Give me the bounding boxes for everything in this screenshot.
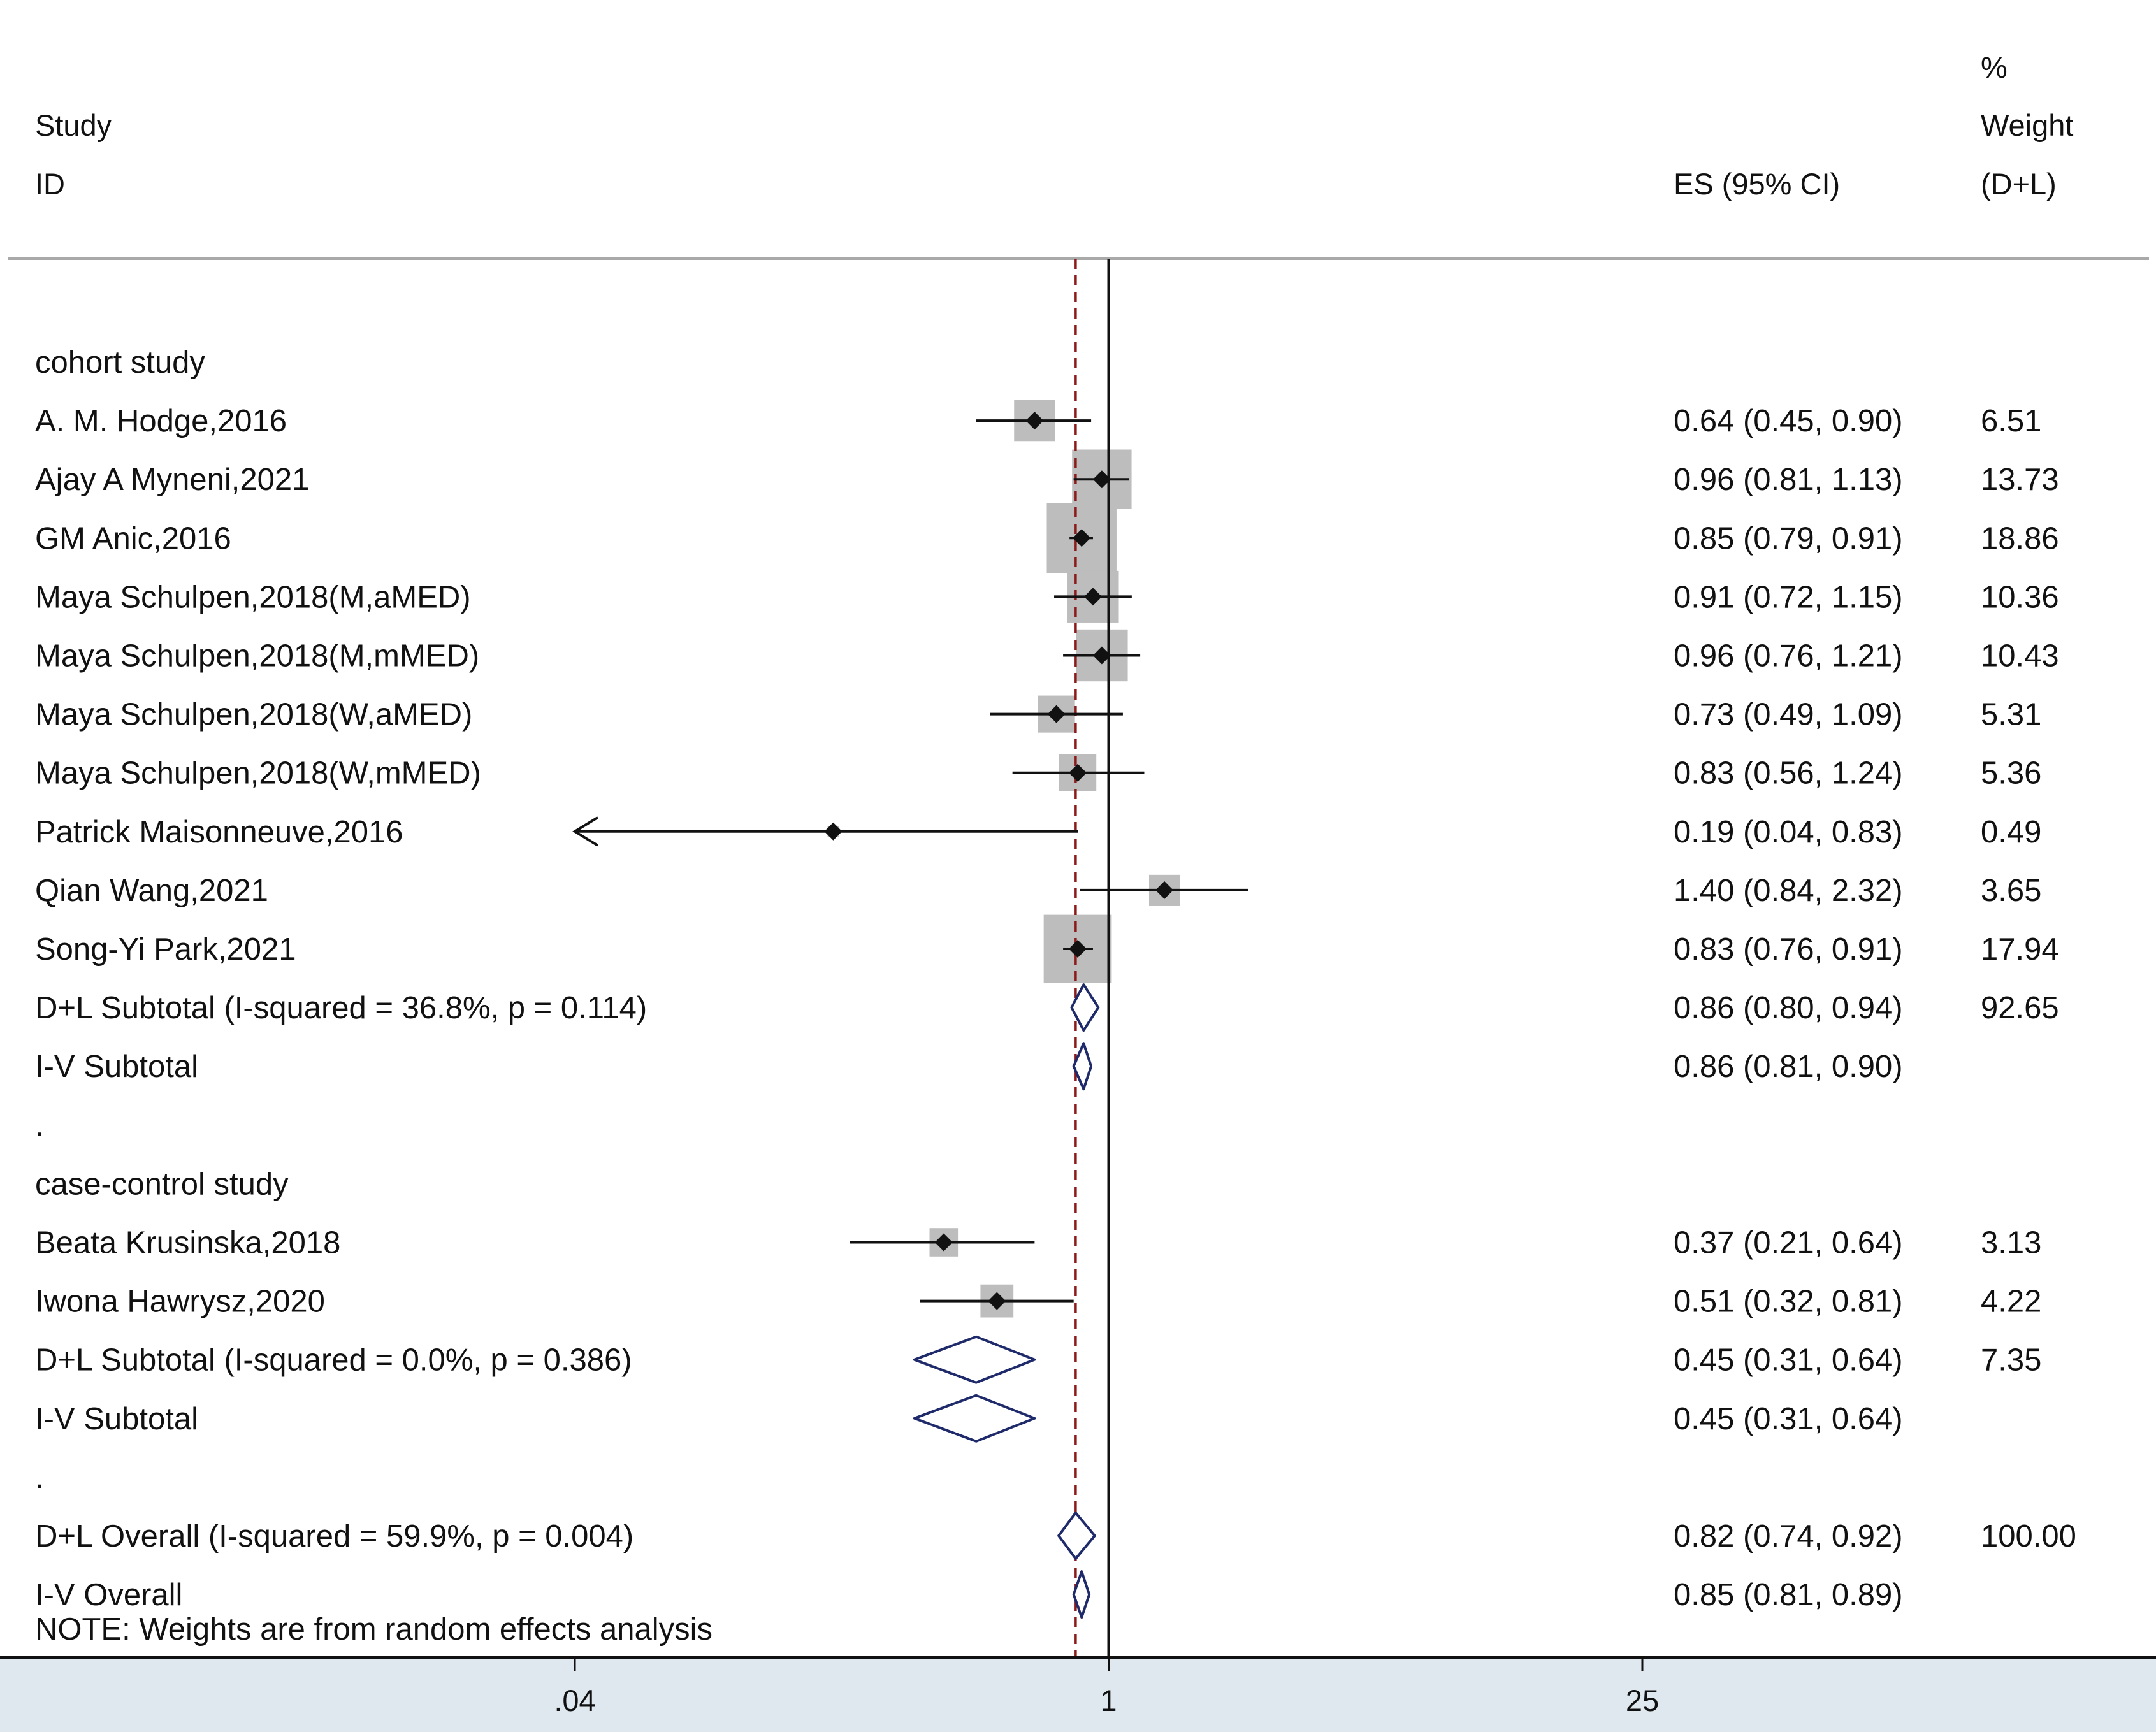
row-17-es-ci: 0.45 (0.31, 0.64) bbox=[1674, 1343, 1903, 1378]
row-10-es-ci: 0.83 (0.76, 0.91) bbox=[1674, 932, 1903, 967]
row-2-es-ci: 0.96 (0.81, 1.13) bbox=[1674, 463, 1903, 497]
row-18-pooled-diamond bbox=[913, 1394, 1036, 1443]
row-16-label: Iwona Hawrysz,2020 bbox=[35, 1285, 325, 1319]
row-11-pooled-diamond bbox=[1070, 983, 1100, 1032]
row-3-point-estimate bbox=[1073, 529, 1091, 547]
row-1-es-ci: 0.64 (0.45, 0.90) bbox=[1674, 404, 1903, 438]
row-4-es-ci: 0.91 (0.72, 1.15) bbox=[1674, 580, 1903, 614]
row-12-pooled-diamond bbox=[1072, 1042, 1093, 1091]
x-tick-label-0: .04 bbox=[554, 1684, 595, 1717]
weight-boxes bbox=[827, 400, 1180, 1318]
axis-lines bbox=[1074, 259, 1110, 1657]
row-18-es-ci: 0.45 (0.31, 0.64) bbox=[1674, 1402, 1903, 1436]
row-11-es-ci: 0.86 (0.80, 0.94) bbox=[1674, 991, 1903, 1025]
header-weight: Weight bbox=[1981, 108, 2073, 142]
row-7-point-estimate bbox=[1069, 763, 1087, 782]
row-3-weight: 18.86 bbox=[1981, 521, 2059, 556]
row-6-label: Maya Schulpen,2018(W,aMED) bbox=[35, 698, 472, 732]
row-8-label: Patrick Maisonneuve,2016 bbox=[35, 815, 403, 849]
row-5-point-estimate bbox=[1092, 646, 1111, 665]
row-12-label: I-V Subtotal bbox=[35, 1050, 198, 1084]
row-5-label: Maya Schulpen,2018(M,mMED) bbox=[35, 639, 479, 674]
row-5-weight: 10.43 bbox=[1981, 639, 2059, 674]
row-1-weight: 6.51 bbox=[1981, 404, 2041, 438]
row-labels: cohort study A. M. Hodge,2016 0.64 (0.45, … bbox=[35, 345, 2076, 1612]
row-18-label: I-V Subtotal bbox=[35, 1402, 198, 1436]
row-20-label: D+L Overall (I-squared = 59.9%, p = 0.00… bbox=[35, 1519, 633, 1554]
row-9-weight: 3.65 bbox=[1981, 874, 2041, 908]
row-10-point-estimate bbox=[1069, 940, 1087, 958]
x-tick-label-1: 1 bbox=[1100, 1684, 1117, 1717]
axis-band bbox=[0, 1657, 2156, 1732]
row-8-weight: 0.49 bbox=[1981, 815, 2041, 849]
row-17-weight: 7.35 bbox=[1981, 1343, 2041, 1378]
row-13-label: . bbox=[35, 1108, 44, 1143]
row-20-es-ci: 0.82 (0.74, 0.92) bbox=[1674, 1519, 1903, 1554]
row-21-es-ci: 0.85 (0.81, 0.89) bbox=[1674, 1578, 1903, 1612]
row-21-pooled-diamond bbox=[1072, 1570, 1091, 1619]
row-15-point-estimate bbox=[934, 1233, 953, 1252]
row-12-es-ci: 0.86 (0.81, 0.90) bbox=[1674, 1050, 1903, 1084]
row-6-es-ci: 0.73 (0.49, 1.09) bbox=[1674, 698, 1903, 732]
row-5-es-ci: 0.96 (0.76, 1.21) bbox=[1674, 639, 1903, 674]
row-7-weight: 5.36 bbox=[1981, 756, 2041, 791]
row-14-label: case-control study bbox=[35, 1167, 289, 1201]
row-3-es-ci: 0.85 (0.79, 0.91) bbox=[1674, 521, 1903, 556]
row-11-weight: 92.65 bbox=[1981, 991, 2059, 1025]
row-2-label: Ajay A Myneni,2021 bbox=[35, 463, 309, 497]
row-19-label: . bbox=[35, 1461, 44, 1495]
row-6-point-estimate bbox=[1047, 705, 1066, 723]
row-17-pooled-diamond bbox=[913, 1335, 1036, 1384]
row-9-point-estimate bbox=[1155, 881, 1174, 899]
row-16-point-estimate bbox=[988, 1292, 1006, 1310]
row-7-label: Maya Schulpen,2018(W,mMED) bbox=[35, 756, 481, 791]
row-0-label: cohort study bbox=[35, 345, 205, 380]
row-17-label: D+L Subtotal (I-squared = 0.0%, p = 0.38… bbox=[35, 1343, 632, 1378]
header-weight-method: (D+L) bbox=[1981, 167, 2057, 201]
row-20-pooled-diamond bbox=[1057, 1512, 1096, 1560]
row-21-label: I-V Overall bbox=[35, 1578, 182, 1612]
row-4-label: Maya Schulpen,2018(M,aMED) bbox=[35, 580, 471, 614]
row-11-label: D+L Subtotal (I-squared = 36.8%, p = 0.1… bbox=[35, 991, 647, 1025]
row-8-point-estimate bbox=[824, 822, 843, 841]
row-2-weight: 13.73 bbox=[1981, 463, 2059, 497]
row-6-weight: 5.31 bbox=[1981, 698, 2041, 732]
header-es-ci: ES (95% CI) bbox=[1674, 167, 1840, 201]
header-percent: % bbox=[1981, 50, 2008, 84]
row-15-es-ci: 0.37 (0.21, 0.64) bbox=[1674, 1226, 1903, 1260]
x-tick-label-2: 25 bbox=[1626, 1684, 1659, 1717]
row-10-label: Song-Yi Park,2021 bbox=[35, 932, 296, 967]
row-16-es-ci: 0.51 (0.32, 0.81) bbox=[1674, 1285, 1903, 1319]
row-4-point-estimate bbox=[1083, 588, 1102, 606]
row-10-weight: 17.94 bbox=[1981, 932, 2059, 967]
row-1-label: A. M. Hodge,2016 bbox=[35, 404, 287, 438]
weights-note: NOTE: Weights are from random effects an… bbox=[35, 1612, 713, 1647]
x-axis: .04 1 25 bbox=[0, 1656, 2156, 1717]
study-marks bbox=[572, 412, 1248, 1619]
row-9-es-ci: 1.40 (0.84, 2.32) bbox=[1674, 874, 1903, 908]
header-id: ID bbox=[35, 167, 65, 201]
row-4-weight: 10.36 bbox=[1981, 580, 2059, 614]
header-study: Study bbox=[35, 108, 112, 142]
row-3-label: GM Anic,2016 bbox=[35, 521, 231, 556]
row-1-point-estimate bbox=[1025, 412, 1044, 430]
row-16-weight: 4.22 bbox=[1981, 1285, 2041, 1319]
row-15-weight: 3.13 bbox=[1981, 1226, 2041, 1260]
row-15-label: Beata Krusinska,2018 bbox=[35, 1226, 340, 1260]
row-8-ci-arrow bbox=[572, 816, 599, 847]
row-8-es-ci: 0.19 (0.04, 0.83) bbox=[1674, 815, 1903, 849]
row-9-label: Qian Wang,2021 bbox=[35, 874, 268, 908]
row-2-point-estimate bbox=[1092, 470, 1111, 489]
row-20-weight: 100.00 bbox=[1981, 1519, 2076, 1554]
row-7-es-ci: 0.83 (0.56, 1.24) bbox=[1674, 756, 1903, 791]
